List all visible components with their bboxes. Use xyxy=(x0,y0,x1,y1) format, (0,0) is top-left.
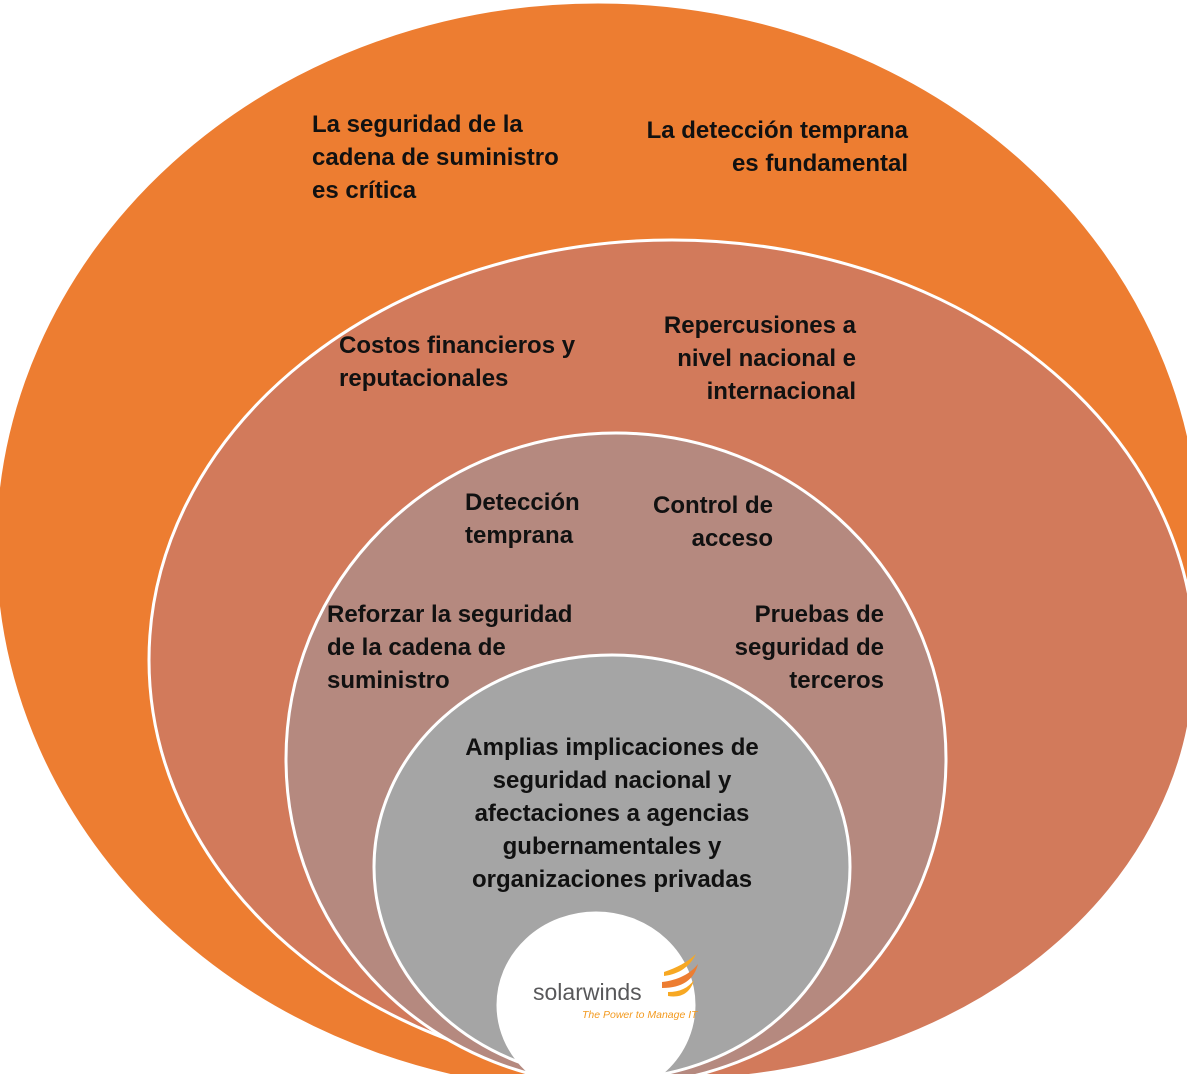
logo-tagline: The Power to Manage IT xyxy=(582,1009,699,1021)
core-label-implications: Amplias implicaciones de seguridad nacio… xyxy=(465,734,759,893)
outer-label-supply-chain: La seguridad de la cadena de suministro … xyxy=(312,111,559,204)
outer-label-early-detection: La detección temprana es fundamental xyxy=(646,117,908,177)
middle-label-repercussions: Repercusiones a nivel nacional e interna… xyxy=(663,312,856,405)
center-logo-disc xyxy=(496,911,696,1074)
logo-wordmark: solarwinds xyxy=(533,979,642,1005)
inner-label-reinforce-supply-chain: Reforzar la seguridad de la cadena de su… xyxy=(327,601,573,694)
inner-label-early-detection: Detección temprana xyxy=(465,489,580,549)
middle-label-financial-costs: Costos financieros y reputacionales xyxy=(339,332,576,392)
solarwinds-logo: solarwinds The Power to Manage IT xyxy=(533,954,699,1021)
inner-label-access-control: Control de acceso xyxy=(653,492,773,552)
core-ring xyxy=(372,653,852,1074)
inner-label-third-party-testing: Pruebas de seguridad de terceros xyxy=(734,601,884,694)
solarwinds-flame-icon xyxy=(662,954,698,997)
